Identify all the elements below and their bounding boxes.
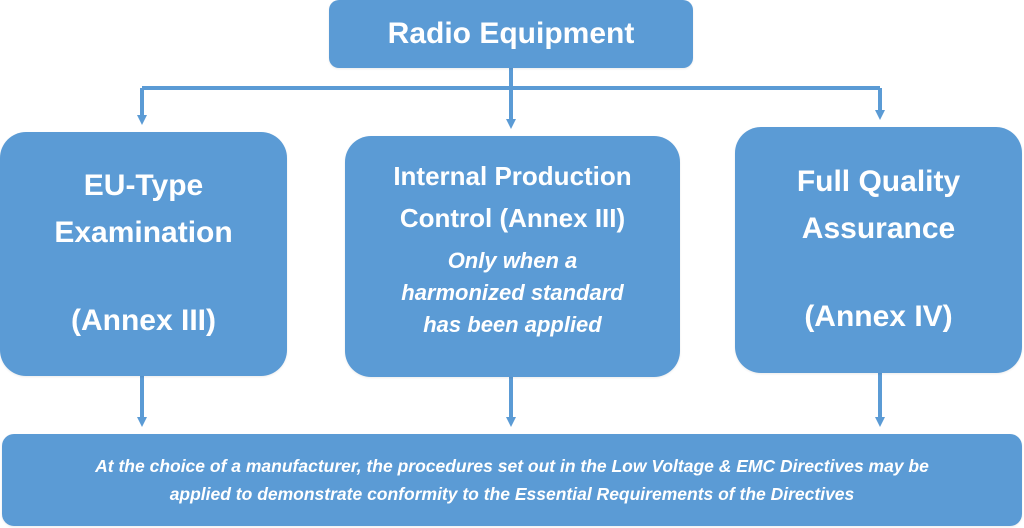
manufacturer-choice-line2: applied to demonstrate conformity to the… — [169, 484, 855, 504]
eu-type-annex: (Annex III) — [70, 304, 216, 338]
internal-production-control-box: Internal Production Control (Annex III) … — [345, 136, 680, 377]
manufacturer-choice-box: At the choice of a manufacturer, the pro… — [2, 434, 1022, 526]
note-line3: has been applied — [423, 311, 602, 337]
manufacturer-choice-text: At the choice of a manufacturer, the pro… — [95, 452, 929, 508]
note-line2: harmonized standard — [401, 280, 624, 306]
eu-type-line2: Examination — [54, 215, 233, 249]
full-quality-annex: (Annex IV) — [804, 300, 953, 334]
full-quality-line2: Assurance — [801, 211, 956, 245]
internal-production-line2: Control (Annex III) — [399, 202, 626, 233]
radio-equipment-label: Radio Equipment — [387, 17, 635, 50]
full-quality-assurance-box: Full Quality Assurance (Annex IV) — [735, 127, 1022, 373]
harmonized-standard-note: Only when a harmonized standard has been… — [401, 245, 623, 341]
internal-production-line1: Internal Production — [393, 161, 632, 191]
manufacturer-choice-line1: At the choice of a manufacturer, the pro… — [95, 456, 929, 476]
radio-equipment-box: Radio Equipment — [329, 0, 693, 68]
eu-type-line1: EU-Type — [83, 169, 204, 203]
note-line1: Only when a — [447, 248, 578, 274]
eu-type-examination-box: EU-Type Examination (Annex III) — [0, 132, 287, 376]
full-quality-line1: Full Quality — [796, 165, 961, 199]
